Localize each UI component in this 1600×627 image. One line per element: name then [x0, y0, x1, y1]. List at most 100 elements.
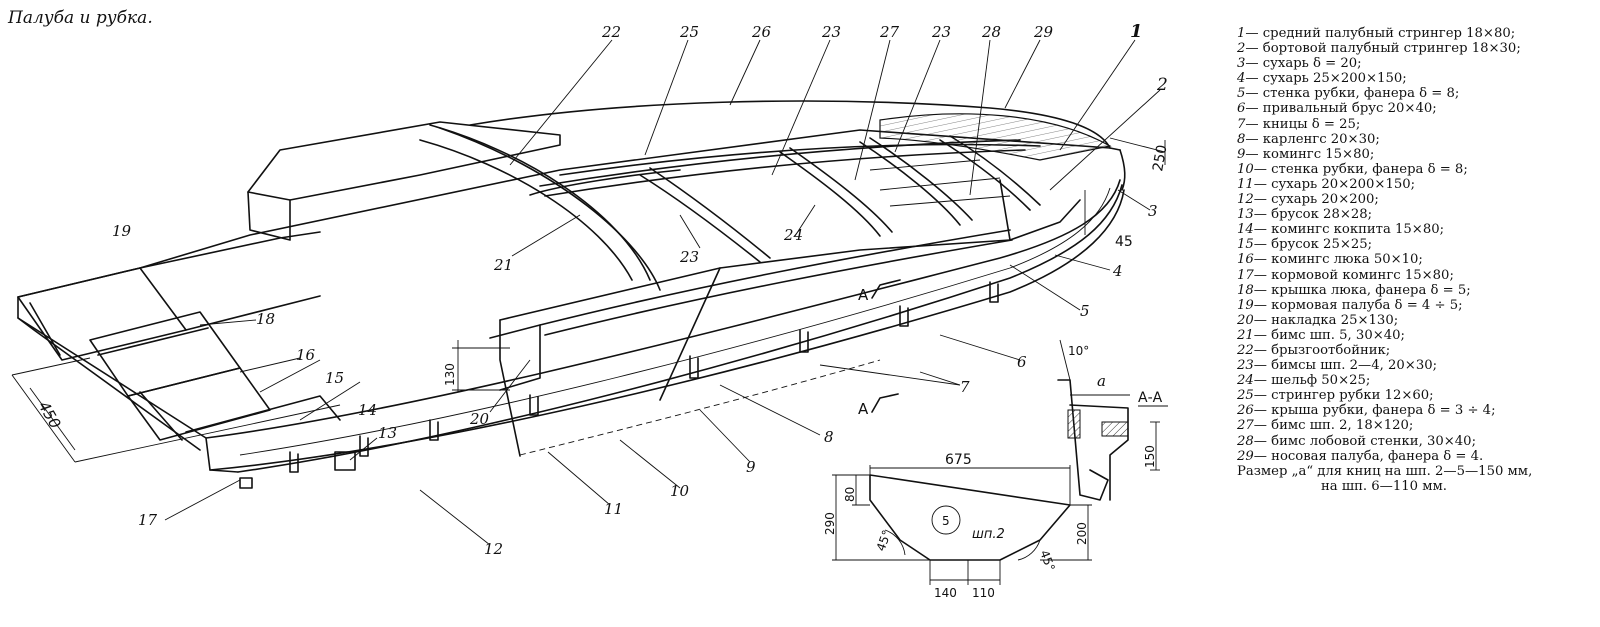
legend-item: 6— привальный брус 20×40;	[1237, 101, 1597, 116]
dim-450: 450	[35, 398, 65, 432]
legend-number: 14	[1237, 222, 1254, 238]
legend-number: 13	[1237, 207, 1254, 223]
legend-item: 26— крыша рубки, фанера δ = 3 ÷ 4;	[1237, 403, 1597, 418]
callout-17: 17	[138, 511, 158, 529]
legend-text: — бимс шп. 5, 30×40;	[1253, 327, 1405, 343]
dim-140: 140	[934, 586, 957, 600]
callout-6: 6	[1017, 353, 1027, 371]
legend-text: — кормовой комингс 15×80;	[1253, 267, 1454, 283]
legend-text: — бортовой палубный стрингер 18×30;	[1245, 41, 1521, 57]
legend-text: — стенка рубки, фанера δ = 8;	[1253, 161, 1468, 177]
legend-text: — брызгоотбойник;	[1253, 342, 1391, 358]
legend-item: 19— кормовая палуба δ = 4 ÷ 5;	[1237, 298, 1597, 313]
legend-number: 21	[1237, 327, 1254, 343]
size-note-line2: на шп. 6—110 мм.	[1321, 478, 1447, 494]
legend-number: 12	[1237, 192, 1254, 208]
legend-text: — комингс 15×80;	[1245, 146, 1375, 162]
callout-23c: 23	[679, 248, 699, 266]
callout-27: 27	[879, 23, 900, 41]
section-arrows	[871, 279, 901, 413]
callout-23b: 23	[931, 23, 951, 41]
callout-28: 28	[981, 23, 1001, 41]
callout-3: 3	[1148, 202, 1158, 220]
legend-number: 11	[1237, 176, 1254, 192]
callout-11: 11	[604, 500, 623, 518]
legend-text: — привальный брус 20×40;	[1245, 101, 1437, 117]
legend-item: 12— сухарь 20×200;	[1237, 192, 1597, 207]
legend-item: 29— носовая палуба, фанера δ = 4.	[1237, 449, 1597, 464]
legend-number: 7	[1237, 116, 1246, 132]
frame-number: 5	[942, 514, 950, 528]
legend-text: — накладка 25×130;	[1253, 312, 1399, 328]
legend-item: 7— кницы δ = 25;	[1237, 117, 1597, 132]
legend-number: 27	[1237, 418, 1254, 434]
legend-text: — крыша рубки, фанера δ = 3 ÷ 4;	[1253, 403, 1496, 419]
legend-item: 27— бимс шп. 2, 18×120;	[1237, 418, 1597, 433]
figure-title: Палуба и рубка.	[8, 8, 153, 28]
legend-item: 5— стенка рубки, фанера δ = 8;	[1237, 86, 1597, 101]
legend-item: 28— бимс лобовой стенки, 30×40;	[1237, 434, 1597, 449]
dimensions	[11, 137, 1166, 463]
legend-item: 15— брусок 25×25;	[1237, 237, 1597, 252]
legend-item: 18— крышка люка, фанера δ = 5;	[1237, 283, 1597, 298]
hull-outline	[17, 149, 1126, 473]
legend-text: — бимс шп. 2, 18×120;	[1253, 418, 1414, 434]
legend-number: 6	[1237, 101, 1246, 117]
callout-23a: 23	[821, 23, 841, 41]
legend-text: — шельф 50×25;	[1253, 373, 1371, 389]
dimension-labels: 450 130 250 45 675 80 290 200 140 110 15…	[35, 144, 1171, 600]
legend-text: — кормовая палуба δ = 4 ÷ 5;	[1253, 297, 1463, 313]
legend-text: — карленгс 20×30;	[1245, 131, 1380, 147]
legend-item: 10— стенка рубки, фанера δ = 8;	[1237, 162, 1597, 177]
legend-item: 8— карленгс 20×30;	[1237, 132, 1597, 147]
dim-a: a	[1097, 372, 1106, 390]
callout-29: 29	[1033, 23, 1054, 41]
callout-16: 16	[296, 346, 316, 364]
callout-labels: 22 25 26 23 27 23 28 29 1 2 3 4 5 6 7 8 …	[112, 21, 1168, 558]
legend-text: — сухарь 20×200×150;	[1253, 176, 1416, 192]
arrow-a-upper: А	[858, 286, 869, 304]
dim-290: 290	[823, 512, 837, 535]
legend-text: — носовая палуба, фанера δ = 4.	[1253, 448, 1484, 464]
callout-2: 2	[1156, 75, 1168, 95]
callout-25: 25	[679, 23, 699, 41]
legend-text: — крышка люка, фанера δ = 5;	[1253, 282, 1471, 298]
legend-number: 8	[1237, 131, 1246, 147]
legend-item: 16— комингс люка 50×10;	[1237, 252, 1597, 267]
legend-item: 24— шельф 50×25;	[1237, 373, 1597, 388]
legend-text: — кницы δ = 25;	[1245, 116, 1361, 132]
legend-number: 19	[1237, 297, 1254, 313]
dim-250: 250	[1150, 144, 1170, 173]
leader-lines	[164, 39, 1161, 546]
dim-130: 130	[443, 363, 457, 386]
legend-item: 2— бортовой палубный стрингер 18×30;	[1237, 41, 1597, 56]
legend-item: 17— кормовой комингс 15×80;	[1237, 268, 1597, 283]
dim-675: 675	[945, 452, 972, 468]
legend-text: — сухарь 25×200×150;	[1245, 71, 1407, 87]
knee-detail	[832, 465, 1092, 585]
legend-text: — комингс люка 50×10;	[1253, 252, 1423, 268]
legend-item: 14— комингс кокпита 15×80;	[1237, 222, 1597, 237]
callout-21: 21	[493, 256, 513, 274]
legend-item: 21— бимс шп. 5, 30×40;	[1237, 328, 1597, 343]
legend-item: 23— бимсы шп. 2—4, 20×30;	[1237, 358, 1597, 373]
legend-item: 9— комингс 15×80;	[1237, 147, 1597, 162]
legend-item: 20— накладка 25×130;	[1237, 313, 1597, 328]
legend-item: 25— стрингер рубки 12×60;	[1237, 388, 1597, 403]
callout-9: 9	[746, 458, 756, 476]
legend-number: 15	[1237, 237, 1254, 253]
callout-7: 7	[960, 378, 970, 396]
section-aa-label: А-А	[1138, 390, 1163, 406]
legend-number: 5	[1237, 86, 1246, 102]
callout-13: 13	[378, 424, 397, 442]
legend-number: 10	[1237, 161, 1254, 177]
legend-number: 16	[1237, 252, 1254, 268]
callout-10: 10	[670, 482, 690, 500]
legend-number: 18	[1237, 282, 1254, 298]
callout-24: 24	[783, 226, 803, 244]
legend-text: — комингс кокпита 15×80;	[1253, 222, 1445, 238]
callout-22: 22	[601, 23, 621, 41]
legend-text: — средний палубный стрингер 18×80;	[1245, 26, 1516, 41]
fore-deck-planking	[879, 113, 1112, 161]
